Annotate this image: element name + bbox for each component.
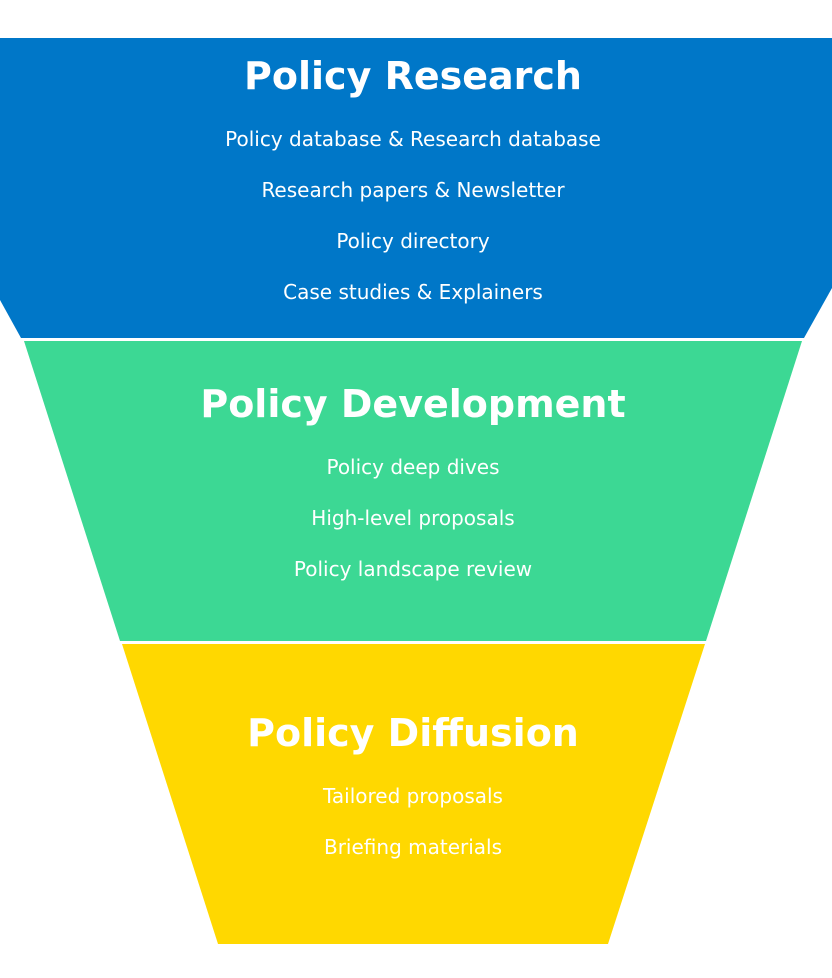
stage-item: Briefing materials bbox=[323, 835, 503, 859]
funnel-stage-research bbox=[0, 38, 832, 338]
stage-development-content: Policy Development Policy deep dives Hig… bbox=[0, 380, 826, 581]
stage-research-content: Policy Research Policy database & Resear… bbox=[0, 52, 826, 304]
stage-item: Research papers & Newsletter bbox=[261, 178, 565, 202]
stage-item: Policy landscape review bbox=[293, 557, 533, 581]
stage-diffusion-items: Tailored proposals Briefing materials bbox=[0, 784, 826, 859]
stage-research-items: Policy database & Research database Rese… bbox=[0, 127, 826, 304]
funnel-stage-diffusion bbox=[122, 644, 705, 944]
stage-item: Case studies & Explainers bbox=[283, 280, 543, 304]
stage-item: Policy database & Research database bbox=[225, 127, 601, 151]
stage-development-title: Policy Development bbox=[200, 382, 626, 426]
funnel-stage-development bbox=[24, 341, 802, 641]
stage-development-items: Policy deep dives High-level proposals P… bbox=[0, 455, 826, 581]
stage-diffusion-content: Policy Diffusion Tailored proposals Brie… bbox=[0, 709, 826, 859]
stage-item: High-level proposals bbox=[311, 506, 515, 530]
stage-research-title: Policy Research bbox=[244, 54, 582, 98]
stage-item: Policy directory bbox=[336, 229, 490, 253]
stage-item: Policy deep dives bbox=[326, 455, 500, 479]
stage-item: Tailored proposals bbox=[323, 784, 503, 808]
stage-diffusion-title: Policy Diffusion bbox=[247, 711, 579, 755]
